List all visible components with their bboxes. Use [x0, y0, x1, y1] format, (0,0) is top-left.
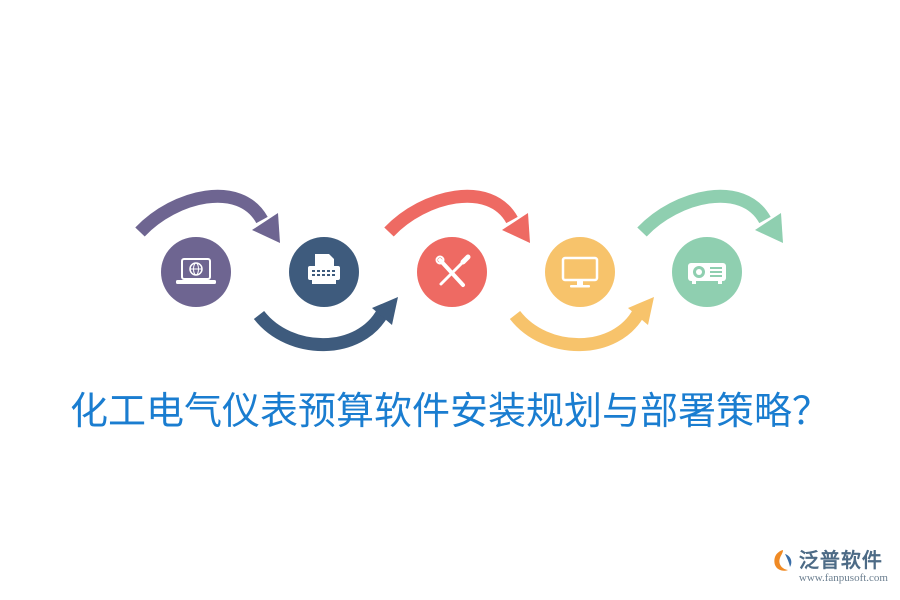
step-3: [417, 237, 487, 307]
monitor-icon: [561, 256, 599, 288]
arrow-arc-3: [384, 189, 518, 237]
brand-name: 泛普软件: [798, 548, 883, 572]
step-4: [545, 237, 615, 307]
fanpu-logo-icon: [774, 550, 792, 571]
wrench-screwdriver-icon: [435, 254, 471, 287]
arrow-head-5: [755, 213, 783, 243]
brand-watermark: 泛普软件 www.fanpusoft.com: [771, 548, 888, 584]
step-2: [289, 237, 359, 307]
laptop-globe-icon: [176, 258, 216, 284]
arrow-head-3: [502, 213, 530, 243]
process-flow-diagram: [135, 189, 783, 352]
brand-url: www.fanpusoft.com: [798, 572, 888, 584]
step-1: [161, 237, 231, 307]
step-5: [672, 237, 742, 307]
projector-icon: [688, 263, 726, 284]
page-title: 化工电气仪表预算软件安装规划与部署策略？: [69, 389, 830, 433]
arrow-arc-2: [253, 308, 389, 352]
printer-icon: [308, 254, 340, 284]
arrow-head-4: [628, 297, 654, 325]
arrow-arc-1: [135, 189, 268, 237]
arrow-head-2: [372, 297, 398, 325]
arrow-head-1: [252, 213, 280, 243]
arrow-arc-4: [509, 308, 645, 352]
arrow-arc-5: [637, 189, 771, 237]
